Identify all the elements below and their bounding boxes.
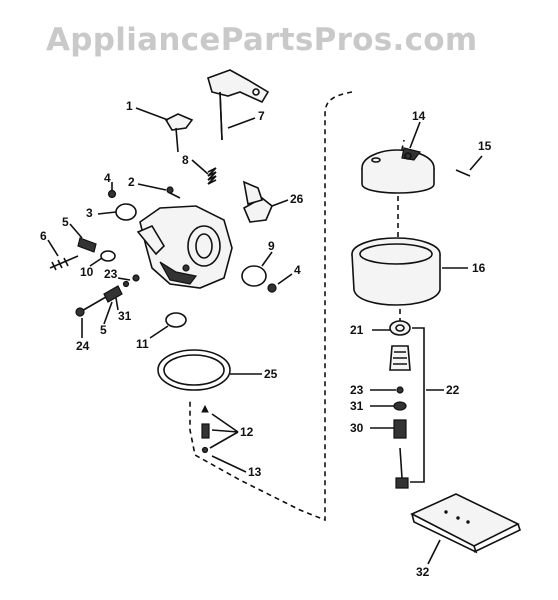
part-14-float-top [361,147,435,194]
part-10-o-ring [100,250,116,262]
part-15-pin [455,169,471,177]
part-21-washer [389,320,411,336]
callout-23-right: 23 [350,383,364,397]
callout-1: 1 [126,99,133,113]
callout-15: 15 [478,139,492,153]
callout-2: 2 [128,175,135,189]
part-22-bracket [410,327,425,483]
callout-3: 3 [86,206,93,220]
callout-31-right: 31 [350,399,364,413]
part-26-fuel-fitting [242,180,273,223]
part-24-lower-needle [75,285,123,317]
assembly-dashed-line [189,91,353,522]
part-25-bowl-gasket [157,349,231,391]
callout-4-left: 4 [104,171,111,185]
callout-10: 10 [80,265,94,279]
callout-6: 6 [40,229,47,243]
carburetor-body [136,205,233,289]
callout-9: 9 [268,239,275,253]
part-5-needle-spring [77,237,97,253]
part-23-ball [396,386,404,394]
callout-25: 25 [264,367,278,381]
part-4-right-screw [267,283,277,293]
callout-5-lower: 5 [100,323,107,337]
part-3-gasket [115,203,137,221]
watermark-text: AppliancePartsPros.com [46,22,478,58]
callout-12: 12 [240,425,254,439]
callout-31-left: 31 [118,309,132,323]
callout-13: 13 [248,465,262,479]
callout-21: 21 [350,323,364,337]
part-bowl-screw [395,447,409,489]
callout-5-upper: 5 [62,215,69,229]
part-31-small-part [122,280,130,288]
callout-11: 11 [136,337,149,351]
part-12-needle-and-seat [201,404,210,454]
callout-7: 7 [258,109,265,123]
callout-30: 30 [350,421,364,435]
part-1-throttle-plate [164,113,194,153]
callout-23-left: 23 [104,267,118,281]
callout-16: 16 [472,261,486,275]
part-11-seal [165,312,187,328]
callout-4-right: 4 [294,263,301,277]
part-8-spring [207,167,217,185]
part-4-small-screw [107,189,117,199]
part-32-gasket-card [410,493,521,554]
leader-lines [47,107,483,565]
part-2-screw [166,186,181,199]
part-9-disc [241,265,267,287]
callout-32: 32 [416,565,430,579]
part-23-small-part [132,274,140,282]
callout-8: 8 [182,153,189,167]
part-6-adjusting-needle [49,255,79,271]
part-30-jet [393,419,407,439]
part-7-throttle-shaft [207,69,270,141]
callout-26: 26 [290,192,304,206]
callout-22: 22 [446,383,460,397]
callout-24: 24 [76,339,90,353]
part-16-float [351,237,441,306]
part-22-nozzle [389,345,411,371]
callout-14: 14 [412,109,426,123]
part-31-washer [393,401,407,411]
